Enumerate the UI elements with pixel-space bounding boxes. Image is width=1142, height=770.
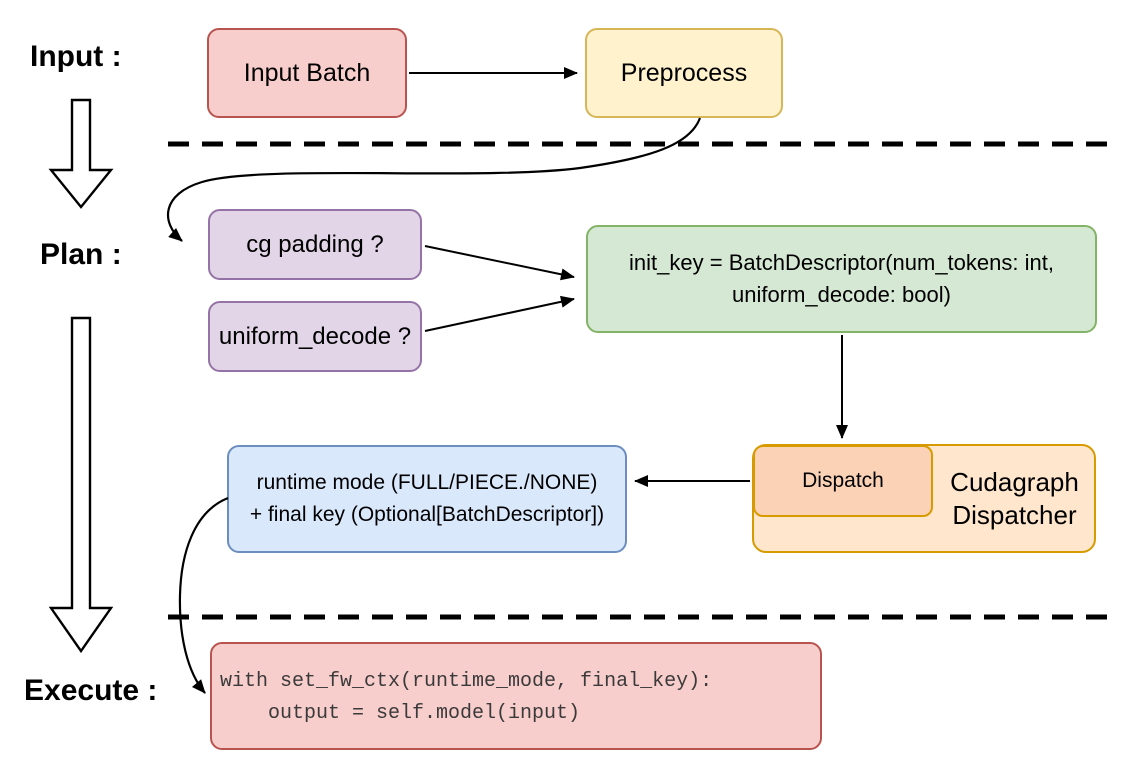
execute-code-line2: output = self.model(input) xyxy=(220,702,581,725)
node-init-key-line2: uniform_decode: bool) xyxy=(732,282,951,307)
execute-code-line1: with set_fw_ctx(runtime_mode, final_key)… xyxy=(220,670,713,693)
input-to-plan-arrow-icon xyxy=(48,98,114,209)
node-runtime-mode-line1: runtime mode (FULL/PIECE./NONE) xyxy=(256,471,598,494)
node-input-batch: Input Batch xyxy=(207,28,407,118)
node-preprocess: Preprocess xyxy=(585,28,783,118)
node-runtime-mode-line2: + final key (Optional[BatchDescriptor]) xyxy=(249,503,605,526)
node-cg-padding-label: cg padding ? xyxy=(246,230,384,258)
cudagraph-dispatcher-line1: Cudagraph xyxy=(950,466,1079,497)
node-execute-code: with set_fw_ctx(runtime_mode, final_key)… xyxy=(210,642,822,750)
node-preprocess-label: Preprocess xyxy=(620,58,748,87)
edge-cg-padding-to-init-key xyxy=(424,245,575,281)
node-dispatch-label: Dispatch xyxy=(802,469,884,492)
cudagraph-dispatcher-label: Cudagraph Dispatcher xyxy=(933,444,1096,553)
stage-label-plan: Plan : xyxy=(40,238,122,271)
cudagraph-dispatcher-line2: Dispatcher xyxy=(952,499,1077,530)
node-cg-padding: cg padding ? xyxy=(208,209,422,280)
node-uniform-decode: uniform_decode ? xyxy=(208,301,422,372)
node-dispatch: Dispatch xyxy=(753,445,933,517)
node-runtime-mode-result: runtime mode (FULL/PIECE./NONE) + final … xyxy=(227,445,627,553)
node-input-batch-label: Input Batch xyxy=(243,58,371,87)
stage-label-input: Input : xyxy=(30,40,122,73)
plan-to-execute-arrow-icon xyxy=(48,316,114,654)
node-init-key-line1: init_key = BatchDescriptor(num_tokens: i… xyxy=(629,250,1054,275)
node-uniform-decode-label: uniform_decode ? xyxy=(218,322,412,350)
edge-uniform-decode-to-init-key xyxy=(424,295,575,332)
execute-code-block: with set_fw_ctx(runtime_mode, final_key)… xyxy=(220,662,820,730)
stage-label-execute: Execute : xyxy=(24,674,158,707)
node-init-key: init_key = BatchDescriptor(num_tokens: i… xyxy=(586,225,1097,333)
